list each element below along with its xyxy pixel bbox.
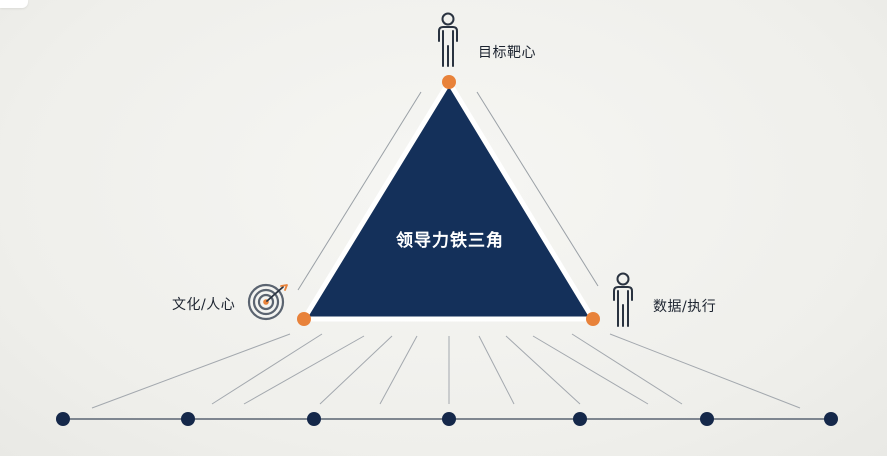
- fan-line: [505, 335, 581, 405]
- fan-line: [532, 335, 649, 405]
- vertex-dot-right: [586, 312, 600, 326]
- fan-line: [319, 335, 393, 405]
- timeline-node: [573, 412, 587, 426]
- guide-lines: [297, 91, 599, 291]
- person-icon: [438, 12, 458, 67]
- vertex-label-top: 目标靶心: [478, 45, 536, 61]
- fan-line: [478, 335, 515, 405]
- timeline-node: [442, 412, 456, 426]
- vertex-dot-top: [442, 75, 456, 89]
- fan-line: [571, 333, 683, 405]
- vertex-label-right: 数据/执行: [653, 299, 717, 315]
- fan-line: [379, 335, 418, 405]
- guide-line-right: [476, 91, 599, 287]
- timeline-node: [307, 412, 321, 426]
- guide-line-left: [297, 91, 422, 291]
- timeline-node: [56, 412, 70, 426]
- fan-line: [91, 333, 291, 409]
- vertex-label-left: 文化/人心: [172, 297, 236, 313]
- timeline-node: [181, 412, 195, 426]
- leadership-triangle: [301, 79, 596, 322]
- timeline-node: [700, 412, 714, 426]
- corner-tab: [0, 0, 28, 8]
- center-title: 领导力铁三角: [396, 231, 504, 251]
- timeline-node: [824, 412, 838, 426]
- fan-lines: [91, 333, 801, 409]
- timeline-nodes: [56, 412, 838, 426]
- vertex-dot-left: [297, 312, 311, 326]
- target-icon: [247, 283, 288, 321]
- person-icon: [613, 272, 633, 327]
- fan-line: [609, 333, 801, 409]
- fan-line: [211, 333, 323, 405]
- fan-line: [243, 335, 365, 405]
